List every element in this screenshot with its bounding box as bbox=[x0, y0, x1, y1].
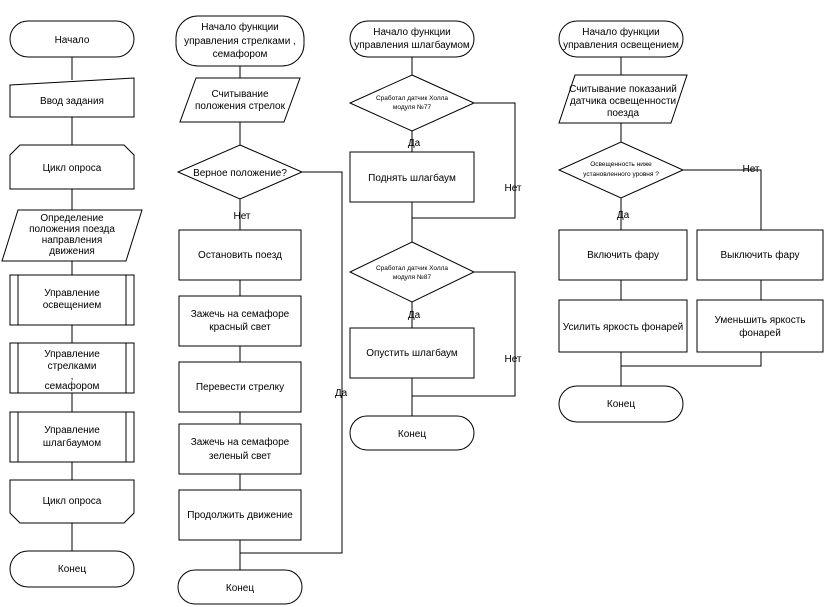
barrier-start-line1: Начало функции bbox=[373, 26, 451, 38]
switch-red-line2: красный свет bbox=[209, 322, 271, 333]
switch-start-terminal: Начало функции управления стрелками , се… bbox=[175, 15, 305, 67]
light-off-block: Выключить фару bbox=[696, 229, 824, 281]
switch-yes-label: Да bbox=[335, 388, 348, 399]
switch-continue-text: Продолжить движение bbox=[187, 510, 293, 521]
switch-green-block: Зажечь на семафоре зеленый свет bbox=[178, 423, 302, 475]
barrier-decision2-line2: модуля №87 bbox=[393, 274, 432, 281]
main-loop-start-text: Цикл опроса bbox=[43, 163, 102, 174]
light-brighter-block: Усилить яркость фонарей bbox=[558, 299, 688, 353]
switch-decision: Верное положение? bbox=[176, 144, 304, 200]
main-start-terminal: Начало bbox=[9, 20, 135, 58]
light-read-line3: поезда bbox=[607, 108, 640, 119]
light-brighter-text: Усилить яркость фонарей bbox=[563, 321, 683, 333]
main-lighting-line1: Управление bbox=[44, 288, 100, 299]
switch-read-line1: Считывание bbox=[211, 89, 269, 100]
switch-green-line2: зеленый свет bbox=[209, 451, 272, 462]
switch-start-line3: семафором bbox=[213, 48, 268, 60]
light-read-line2: датчика освещенности bbox=[570, 96, 676, 107]
main-algorithm: Начало Ввод задания Цикл опроса Определе… bbox=[1, 20, 143, 588]
switch-end-terminal: Конец bbox=[177, 569, 303, 605]
lighting-function: Начало функции управления освещением Счи… bbox=[557, 20, 824, 423]
light-start-terminal: Начало функции управления освещением bbox=[558, 20, 684, 58]
barrier-end-text: Конец bbox=[398, 429, 426, 440]
main-switches-line2: стрелками bbox=[48, 361, 97, 372]
barrier-decision1: Сработал датчик Холла модуля №77 bbox=[348, 74, 476, 132]
light-decision-line2: установленного уровня ? bbox=[583, 171, 659, 178]
main-lighting-block: Управление освещением bbox=[9, 274, 135, 326]
light-off-text: Выключить фару bbox=[720, 249, 799, 261]
barrier-end-terminal: Конец bbox=[349, 415, 475, 451]
light-decision: Освещенность ниже установленного уровня … bbox=[557, 141, 685, 199]
light-on-text: Включить фару bbox=[587, 249, 659, 261]
main-input-block: Ввод задания bbox=[9, 77, 135, 118]
switch-decision-text: Верное положение? bbox=[193, 168, 287, 179]
light-end-text: Конец bbox=[607, 399, 635, 410]
barrier-raise-text: Поднять шлагбаум bbox=[368, 172, 456, 184]
light-dimmer-line1: Уменьшить яркость bbox=[714, 315, 805, 326]
main-input-text: Ввод задания bbox=[40, 96, 104, 107]
barrier-decision2: Сработал датчик Холла модуля №87 bbox=[348, 241, 476, 303]
barrier-lower-text: Опустить шлагбаум bbox=[366, 347, 458, 359]
main-end-terminal: Конец bbox=[9, 550, 135, 588]
switch-function: Начало функции управления стрелками , се… bbox=[175, 15, 348, 605]
light-read-line1: Считывание показаний bbox=[569, 84, 677, 95]
light-yes-label: Да bbox=[617, 210, 630, 221]
main-barrier-block: Управление шлагбаумом bbox=[9, 411, 135, 463]
barrier-lower-block: Опустить шлагбаум bbox=[349, 327, 475, 379]
barrier-no2-label: Нет bbox=[504, 354, 521, 365]
switch-red-line1: Зажечь на семафоре bbox=[191, 308, 290, 320]
main-lighting-line2: освещением bbox=[43, 300, 102, 311]
main-switches-block: Управление стрелками , семафором bbox=[9, 342, 135, 394]
light-read-block: Считывание показаний датчика освещенност… bbox=[558, 74, 688, 124]
barrier-decision1-line1: Сработал датчик Холла bbox=[376, 94, 448, 102]
switch-red-block: Зажечь на семафоре красный свет bbox=[178, 295, 302, 347]
main-loop-end-text: Цикл опроса bbox=[43, 496, 102, 507]
switch-read-block: Считывание положения стрелок bbox=[179, 77, 301, 123]
switch-continue-block: Продолжить движение bbox=[178, 489, 302, 541]
main-loop-end-block: Цикл опроса bbox=[9, 479, 135, 524]
main-barrier-line2: шлагбаумом bbox=[43, 437, 101, 449]
barrier-function: Начало функции управления шлагбаумом Сра… bbox=[348, 20, 522, 451]
main-end-text: Конец bbox=[58, 564, 86, 575]
light-start-line1: Начало функции bbox=[582, 26, 660, 38]
switch-stop-block: Остановить поезд bbox=[178, 229, 302, 281]
light-dimmer-block: Уменьшить яркость фонарей bbox=[696, 299, 824, 353]
main-detect-block: Определение положения поезда направления… bbox=[1, 209, 143, 262]
main-start-text: Начало bbox=[55, 35, 90, 46]
main-detect-line1: Определение bbox=[40, 213, 104, 224]
main-loop-start-block: Цикл опроса bbox=[9, 144, 135, 190]
switch-start-line2: управления стрелками , bbox=[184, 36, 296, 47]
light-dimmer-line2: фонарей bbox=[739, 327, 781, 339]
switch-no-label: Нет bbox=[233, 211, 250, 222]
light-decision-line1: Освещенность ниже bbox=[590, 161, 652, 168]
switch-green-line1: Зажечь на семафоре bbox=[191, 436, 290, 448]
main-switches-line1: Управление bbox=[44, 349, 100, 360]
main-detect-line3: направления bbox=[42, 235, 103, 246]
light-end-terminal: Конец bbox=[558, 385, 684, 423]
main-switches-line3: , bbox=[71, 371, 74, 382]
barrier-yes1-label: Да bbox=[408, 138, 421, 149]
switch-stop-text: Остановить поезд bbox=[198, 250, 282, 261]
barrier-start-terminal: Начало функции управления шлагбаумом bbox=[349, 20, 475, 58]
barrier-decision1-line2: модуля №77 bbox=[393, 104, 432, 111]
switch-read-line2: положения стрелок bbox=[195, 101, 286, 112]
light-no-label: Нет bbox=[742, 164, 759, 175]
switch-turn-block: Перевести стрелку bbox=[178, 361, 302, 413]
switch-end-text: Конец bbox=[226, 583, 254, 594]
switch-turn-text: Перевести стрелку bbox=[196, 382, 284, 393]
main-switches-line4: семафором bbox=[45, 380, 100, 392]
main-detect-line4: движения bbox=[49, 246, 95, 257]
light-start-line2: управления освещением bbox=[563, 40, 679, 51]
barrier-raise-block: Поднять шлагбаум bbox=[349, 151, 475, 203]
light-on-block: Включить фару bbox=[558, 229, 688, 281]
main-barrier-line1: Управление bbox=[44, 425, 100, 436]
barrier-start-line2: управления шлагбаумом bbox=[354, 39, 470, 51]
switch-start-line1: Начало функции bbox=[201, 21, 279, 33]
main-detect-line2: положения поезда bbox=[29, 224, 115, 235]
barrier-no1-label: Нет bbox=[504, 183, 521, 194]
barrier-decision2-line1: Сработал датчик Холла bbox=[376, 264, 448, 272]
barrier-yes2-label: Да bbox=[408, 310, 421, 321]
